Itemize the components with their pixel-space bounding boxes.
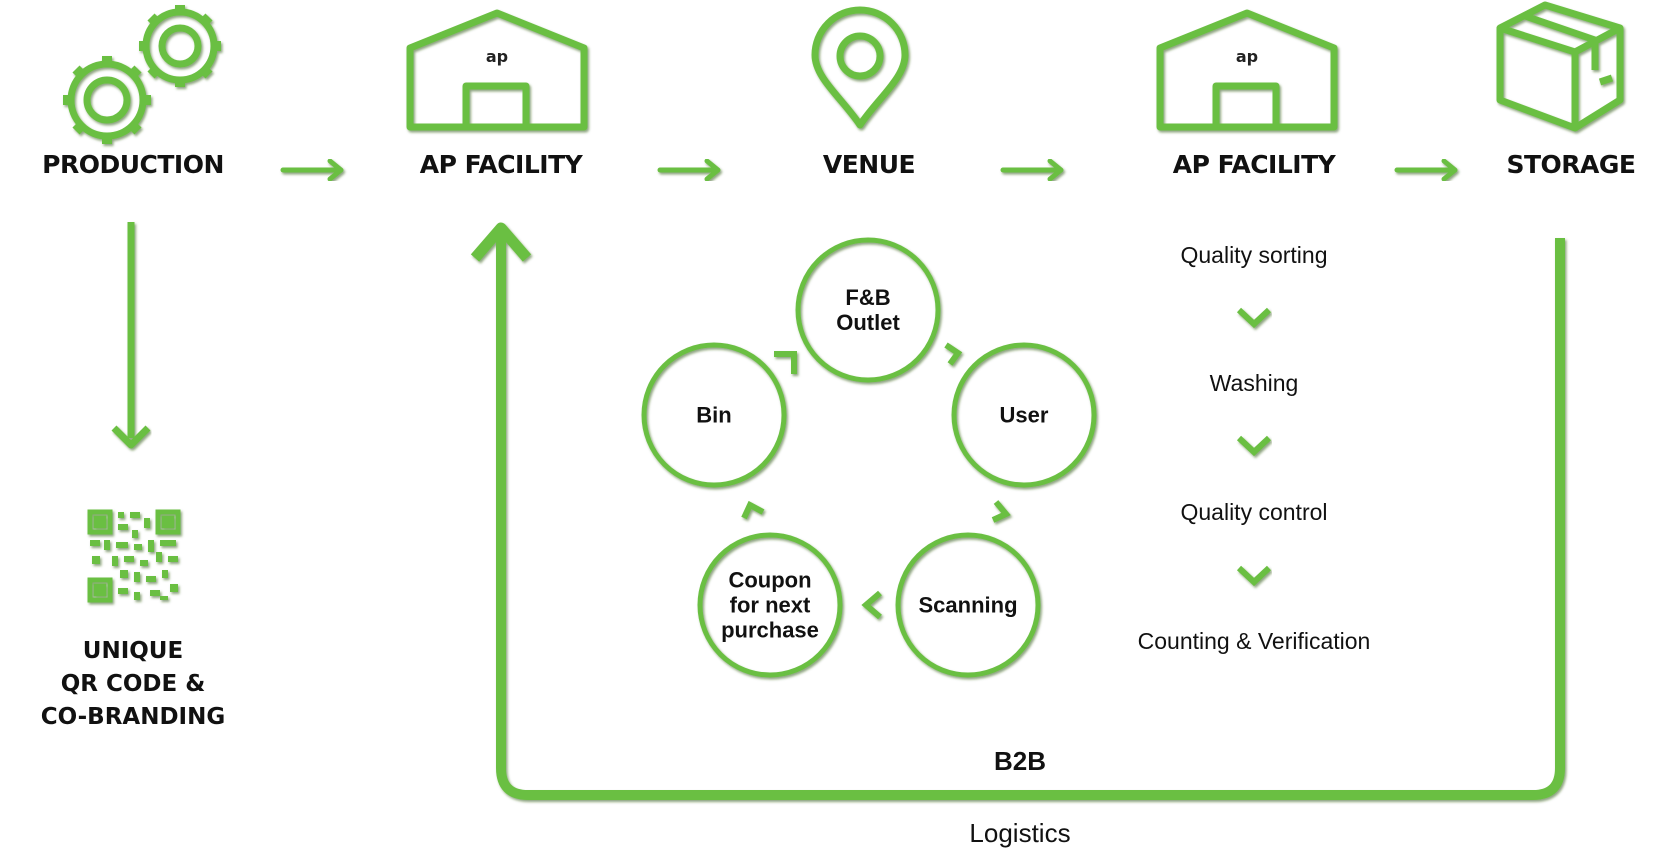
logistics-label: Logistics <box>969 818 1071 848</box>
cycle-node-fb-outlet <box>795 237 941 383</box>
chevron-icon <box>861 590 882 620</box>
stage-label-ap-facility: AP FACILITY <box>1172 150 1336 179</box>
qr-code-icon <box>87 509 181 603</box>
qr-label: UNIQUE QR CODE & CO-BRANDING <box>40 638 226 730</box>
warehouse-icon <box>1156 9 1338 131</box>
facility-step: Washing <box>1209 370 1299 396</box>
gears-icon <box>63 5 221 144</box>
b2b-return-loop <box>470 222 1565 800</box>
stage-label-storage: STORAGE <box>1506 150 1636 179</box>
cycle-node-bin <box>641 342 787 488</box>
arrow-down-icon <box>111 222 151 449</box>
chevron-icon <box>774 351 797 374</box>
cycle-node-coupon <box>697 532 843 678</box>
cycle-node-user <box>951 342 1097 488</box>
warehouse-logo: ap <box>1236 47 1258 66</box>
arrow-right-icon <box>1000 158 1064 182</box>
chevron-down-icon <box>1236 435 1272 457</box>
facility-step: Quality sorting <box>1180 242 1328 268</box>
box-icon <box>1496 1 1624 132</box>
venue-cycle <box>641 237 1097 678</box>
cycle-label-fb-outlet: F&B Outlet <box>836 285 900 335</box>
b2b-label: B2B <box>993 746 1047 776</box>
chevron-icon <box>991 500 1011 523</box>
facility-step: Quality control <box>1180 499 1328 525</box>
arrow-up-icon <box>470 222 532 262</box>
cycle-chevrons <box>741 342 1011 620</box>
warehouse-logo: ap <box>486 47 508 66</box>
cycle-label-user: User <box>999 402 1049 428</box>
cycle-node-scanning <box>895 532 1041 678</box>
step-chevrons <box>1236 307 1272 587</box>
arrow-right-icon <box>657 158 721 182</box>
cycle-label-coupon: Coupon for next purchase <box>721 567 819 643</box>
facility-step: Counting & Verification <box>1137 628 1371 654</box>
stage-label-production: PRODUCTION <box>42 150 224 179</box>
warehouse-icon <box>406 9 588 131</box>
arrow-right-icon <box>1394 158 1458 182</box>
stage-label-venue: VENUE <box>822 150 916 179</box>
arrow-right-icon <box>280 158 344 182</box>
stage-label-ap-facility: AP FACILITY <box>419 150 583 179</box>
cycle-label-scanning: Scanning <box>918 592 1018 618</box>
chevron-down-icon <box>1236 307 1272 329</box>
location-pin-icon <box>811 6 909 129</box>
chevron-icon <box>741 500 765 520</box>
chevron-icon <box>944 342 963 366</box>
cycle-label-bin: Bin <box>696 402 732 428</box>
chevron-down-icon <box>1236 565 1272 587</box>
flow-arrows <box>280 158 1458 182</box>
